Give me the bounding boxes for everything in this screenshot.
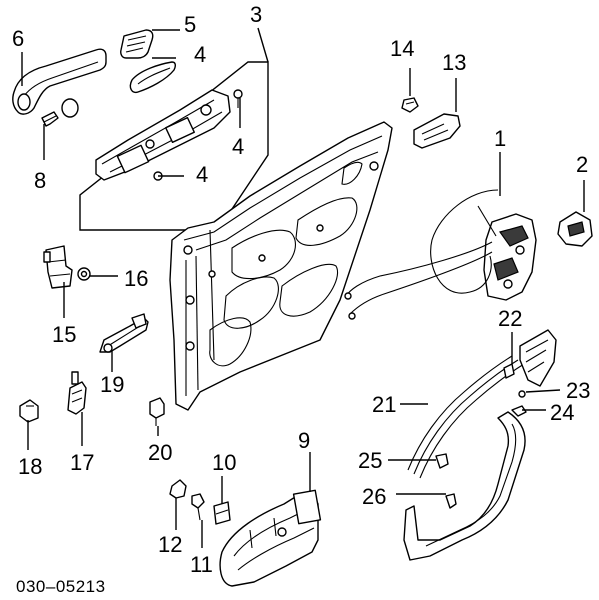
screw-11 [191, 493, 205, 521]
door-lock-actuator-1 [483, 213, 537, 301]
callout-10: 10 [212, 450, 236, 475]
callout-1: 1 [494, 126, 506, 151]
escutcheon-6 [120, 29, 154, 59]
hinge-bolt-16 [77, 267, 91, 281]
clip-23 [518, 390, 526, 398]
callout-12: 12 [158, 532, 182, 557]
callout-6: 5 [184, 12, 196, 37]
callout-13: 13 [442, 50, 466, 75]
plug-18 [19, 399, 39, 423]
callout-labels: 6 5 4 3 4 4 8 14 13 1 2 16 15 22 19 23 2… [12, 2, 590, 577]
callout-14: 14 [390, 36, 414, 61]
callout-3: 3 [250, 2, 262, 27]
door-sash-trim [403, 329, 557, 561]
callout-11: 11 [190, 552, 213, 577]
catalog-number: 030–05213 [16, 577, 106, 596]
callout-22: 22 [498, 306, 522, 331]
callout-4b: 4 [196, 162, 208, 187]
clip-10 [213, 501, 231, 525]
door-pull-handle-9 [219, 489, 322, 587]
callout-19: 19 [100, 372, 124, 397]
door-hinge-15 [43, 245, 73, 289]
clip-12 [169, 479, 187, 499]
callout-7: 6 [12, 26, 24, 51]
callout-8: 8 [34, 168, 46, 193]
clip-25 [435, 453, 449, 469]
handle-bracket [95, 89, 231, 181]
lock-cable-loop [430, 189, 499, 294]
callout-26: 26 [362, 484, 386, 509]
cable-end-lower [348, 312, 356, 320]
callout-5: 4 [194, 42, 206, 67]
leader-lines [21, 27, 585, 548]
clip-24 [511, 405, 527, 417]
cable-end-upper [344, 292, 352, 300]
bolt-20 [149, 397, 165, 426]
callout-25: 25 [358, 448, 382, 473]
callout-18: 18 [18, 454, 42, 479]
bolt-14 [401, 97, 419, 113]
door-inner-panel [169, 121, 393, 411]
callout-4a: 4 [232, 134, 244, 159]
callout-21: 21 [372, 392, 396, 417]
striker-cover-13 [413, 113, 461, 149]
screw-26 [445, 493, 457, 509]
clip-22 [503, 363, 515, 379]
striker-2 [557, 211, 593, 247]
hinge-bracket-17 [67, 371, 87, 415]
callout-2: 2 [576, 152, 588, 177]
callout-17: 17 [70, 450, 94, 475]
outside-handle-7 [12, 48, 107, 118]
lock-cable-upper [345, 241, 493, 297]
callout-16: 16 [124, 266, 148, 291]
lock-cable-lower [349, 251, 493, 315]
callout-24: 24 [550, 400, 574, 425]
callout-9: 9 [298, 428, 310, 453]
lock-rod [477, 205, 497, 237]
door-check-19 [99, 313, 149, 353]
callout-15: 15 [52, 322, 76, 347]
callout-23: 23 [566, 378, 590, 403]
gasket-5 [129, 61, 177, 94]
callout-20: 20 [148, 440, 172, 465]
bracket-8 [41, 111, 59, 127]
screw-4a [233, 89, 243, 108]
